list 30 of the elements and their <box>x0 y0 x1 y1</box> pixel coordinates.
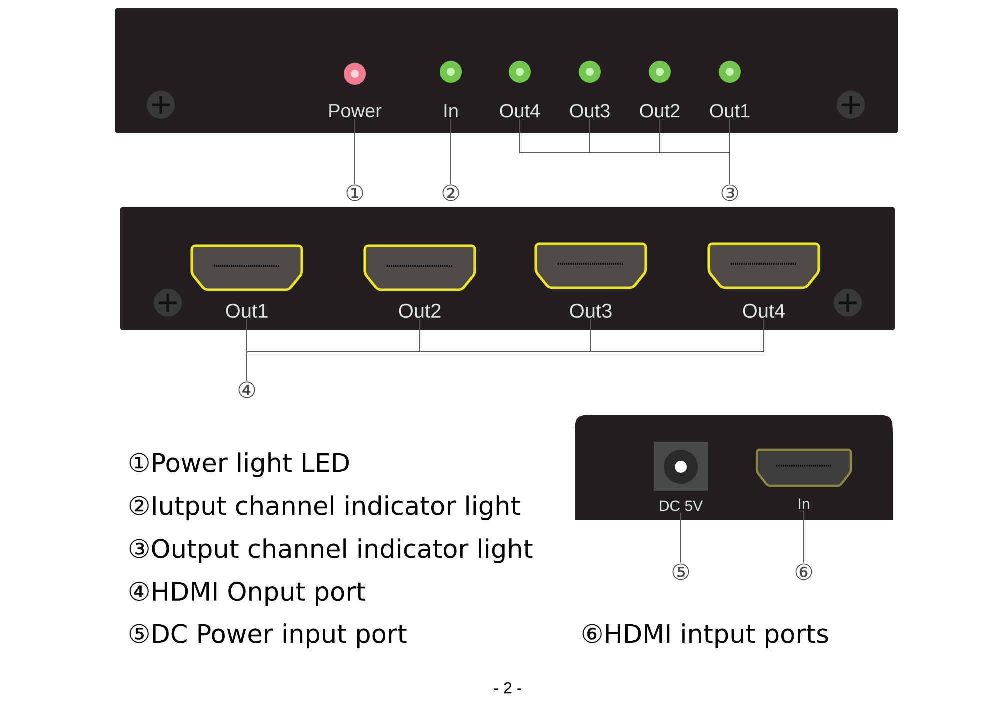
description-text: ④HDMI Onput port <box>130 582 366 606</box>
callout-number: ⑥ <box>796 564 812 580</box>
indicator-label: Out2 <box>640 104 680 118</box>
description-text: ①Power light LED <box>130 452 350 478</box>
callout-number: ④ <box>238 382 256 398</box>
leader-line <box>246 319 764 382</box>
description-text: ⑤DC Power input port <box>130 624 407 648</box>
callout-number: ⑤ <box>672 564 690 580</box>
indicator-label: Power <box>330 104 382 118</box>
indicator-label: Out4 <box>500 104 540 118</box>
indicator-label: In <box>444 104 458 118</box>
description-text: ②Iutput channel indicator light <box>130 496 520 520</box>
leader-line <box>680 512 682 564</box>
description-text: ③Output channel indicator light <box>130 538 533 564</box>
indicator-label: Out3 <box>570 104 610 118</box>
port-label: In <box>799 498 810 510</box>
front-panel <box>115 8 898 134</box>
port-label: Out3 <box>570 304 612 318</box>
page-number: - 2 - <box>494 682 522 694</box>
description-text: ⑥HDMI intput ports <box>582 624 828 648</box>
port-label: Out1 <box>226 304 268 318</box>
indicator-label: Out1 <box>710 104 750 118</box>
port-label: DC 5V <box>660 500 703 512</box>
leader-line <box>354 118 356 184</box>
callout-number: ① <box>346 184 364 202</box>
callout-number: ② <box>442 184 460 202</box>
port-label: Out2 <box>399 304 441 318</box>
port-label: Out4 <box>743 304 786 318</box>
callout-number: ③ <box>722 184 738 202</box>
leader-line <box>450 118 452 184</box>
